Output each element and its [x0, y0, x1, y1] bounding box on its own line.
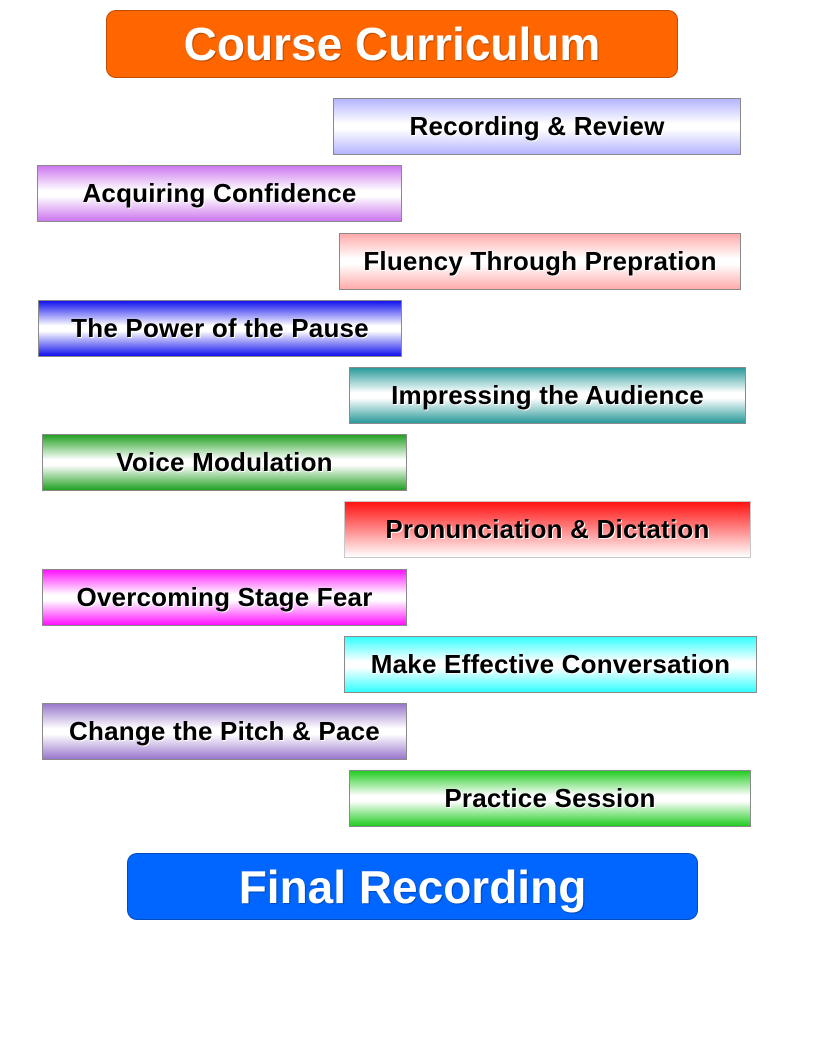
step-fluency-through-preparation: Fluency Through Prepration — [339, 233, 741, 290]
step-acquiring-confidence: Acquiring Confidence — [37, 165, 402, 222]
step-power-of-pause: The Power of the Pause — [38, 300, 402, 357]
step-practice-session: Practice Session — [349, 770, 751, 827]
step-recording-review: Recording & Review — [333, 98, 741, 155]
step-voice-modulation: Voice Modulation — [42, 434, 407, 491]
final-recording-banner: Final Recording — [127, 853, 698, 920]
step-pronunciation-dictation: Pronunciation & Dictation — [344, 501, 751, 558]
step-impressing-audience: Impressing the Audience — [349, 367, 746, 424]
step-overcoming-stage-fear: Overcoming Stage Fear — [42, 569, 407, 626]
step-pitch-pace: Change the Pitch & Pace — [42, 703, 407, 760]
step-effective-conversation: Make Effective Conversation — [344, 636, 757, 693]
course-curriculum-title: Course Curriculum — [106, 10, 678, 78]
